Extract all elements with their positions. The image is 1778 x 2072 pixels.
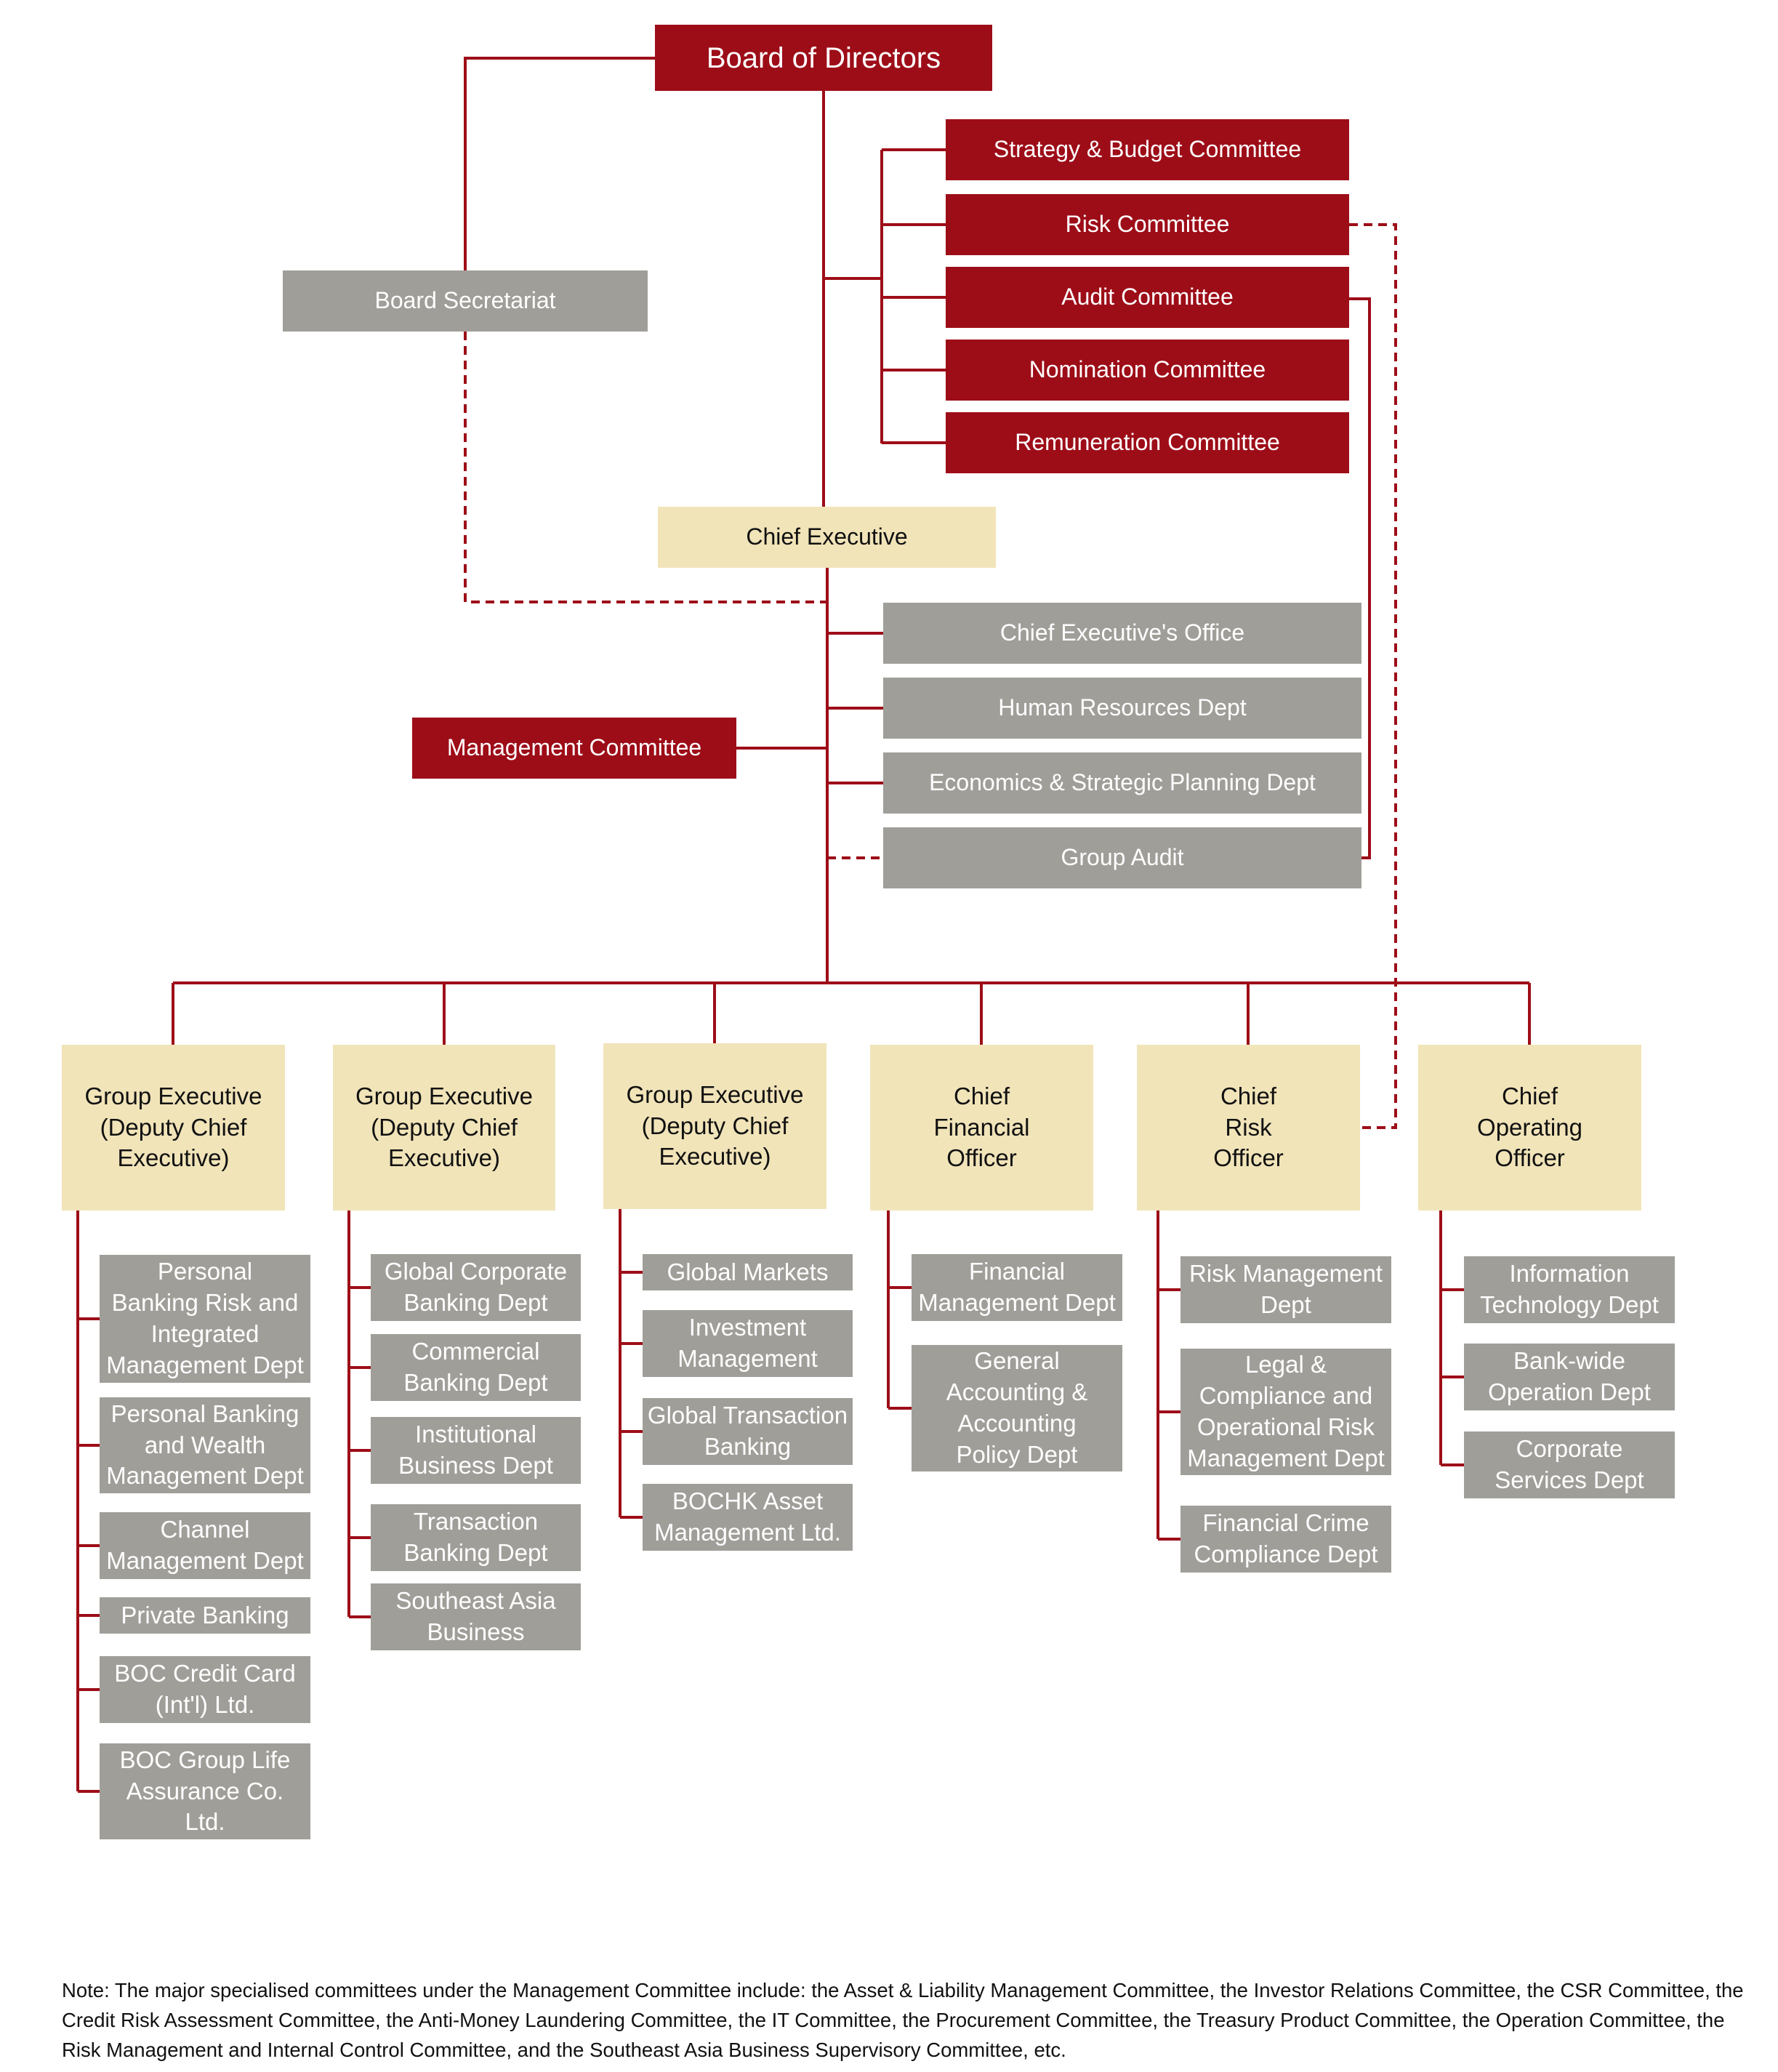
cfo-box: Chief Financial Officer — [870, 1045, 1093, 1210]
unit-box: Financial Crime Compliance Dept — [1180, 1506, 1391, 1573]
unit-box: Bank-wide Operation Dept — [1464, 1344, 1675, 1410]
remuneration-committee-box: Remuneration Committee — [946, 412, 1349, 473]
unit-box: Personal Banking Risk and Integrated Man… — [100, 1255, 310, 1383]
unit-box: Channel Management Dept — [100, 1512, 310, 1579]
unit-box: Investment Management — [643, 1310, 853, 1377]
executive-box-2: Group Executive (Deputy Chief Executive) — [333, 1045, 555, 1210]
footnote: Note: The major specialised committees u… — [62, 1979, 1744, 2061]
audit-to-group-audit-line — [1349, 297, 1371, 859]
unit-box: Legal & Compliance and Operational Risk … — [1180, 1349, 1391, 1475]
unit-box: Southeast Asia Business — [371, 1583, 581, 1650]
board-to-secretariat-line — [464, 57, 655, 270]
unit-box: Global Corporate Banking Dept — [371, 1254, 581, 1321]
unit-box: Global Markets — [643, 1254, 853, 1290]
board-secretariat-box: Board Secretariat — [283, 270, 648, 332]
unit-box: Personal Banking and Wealth Management D… — [100, 1397, 310, 1493]
group-audit-box: Group Audit — [883, 827, 1361, 888]
executive-box-1: Group Executive (Deputy Chief Executive) — [62, 1045, 285, 1210]
unit-box: Transaction Banking Dept — [371, 1504, 581, 1571]
chief-executives-office-box: Chief Executive's Office — [883, 603, 1361, 664]
risk-committee-to-cro-line — [1349, 223, 1397, 1129]
management-committee-box: Management Committee — [412, 718, 736, 779]
unit-box: Financial Management Dept — [912, 1254, 1122, 1321]
risk-committee-box: Risk Committee — [946, 194, 1349, 255]
chief-executive-box: Chief Executive — [658, 507, 996, 568]
unit-box: Risk Management Dept — [1180, 1256, 1391, 1323]
unit-box: Global Transaction Banking — [643, 1398, 853, 1465]
unit-box: Corporate Services Dept — [1464, 1431, 1675, 1498]
board-of-directors-box: Board of Directors — [655, 25, 992, 91]
unit-box: Commercial Banking Dept — [371, 1334, 581, 1401]
human-resources-dept-box: Human Resources Dept — [883, 678, 1361, 739]
cro-box: Chief Risk Officer — [1137, 1045, 1360, 1210]
executive-box-3: Group Executive (Deputy Chief Executive) — [603, 1043, 826, 1209]
economics-strategic-planning-box: Economics & Strategic Planning Dept — [883, 752, 1361, 814]
audit-committee-box: Audit Committee — [946, 267, 1349, 328]
nomination-committee-box: Nomination Committee — [946, 340, 1349, 401]
unit-box: Information Technology Dept — [1464, 1256, 1675, 1323]
unit-box: Institutional Business Dept — [371, 1417, 581, 1484]
unit-box: Private Banking — [100, 1597, 310, 1634]
unit-box: BOC Group Life Assurance Co. Ltd. — [100, 1743, 310, 1839]
strategy-budget-committee-box: Strategy & Budget Committee — [946, 119, 1349, 180]
unit-box: General Accounting & Accounting Policy D… — [912, 1345, 1122, 1471]
unit-box: BOC Credit Card (Int'l) Ltd. — [100, 1656, 310, 1723]
unit-box: BOCHK Asset Management Ltd. — [643, 1484, 853, 1551]
secretariat-dashed-line — [464, 332, 827, 603]
coo-box: Chief Operating Officer — [1418, 1045, 1641, 1210]
